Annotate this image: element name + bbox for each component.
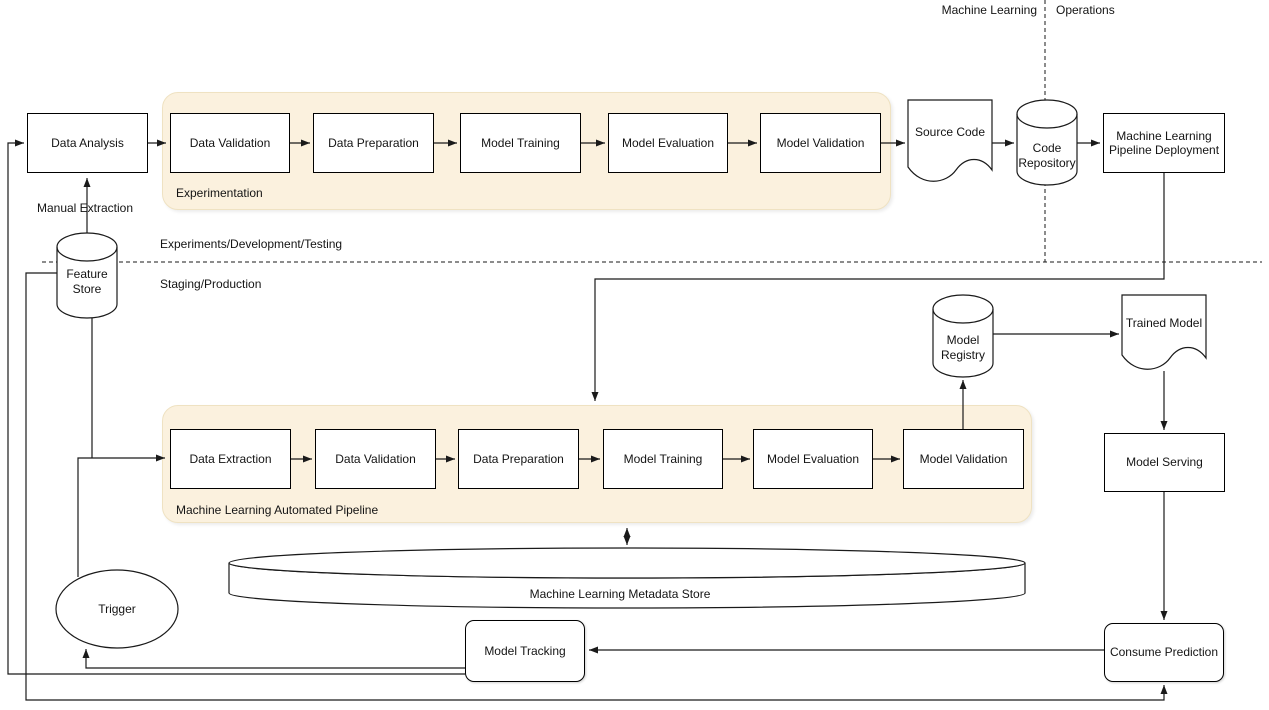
- node-auto-data-extraction: Data Extraction: [170, 429, 291, 489]
- label-feature-store: Feature Store: [66, 267, 108, 296]
- node-data-analysis: Data Analysis: [27, 113, 148, 173]
- node-label: Model Serving: [1126, 455, 1203, 470]
- feature-store-cylinder: [56, 232, 118, 319]
- node-label: Data Analysis: [51, 135, 124, 150]
- node-label: Machine Learning Pipeline Deployment: [1108, 128, 1220, 157]
- metadata-store-shape: [228, 547, 1026, 609]
- node-label: Data Validation: [189, 135, 271, 150]
- node-label: Data Extraction: [189, 451, 272, 466]
- edge-tracking-to-trigger: [82, 649, 465, 669]
- label-manual-extraction: Manual Extraction: [36, 201, 134, 215]
- node-label: Data Validation: [335, 451, 416, 466]
- label-source-code: Source Code: [914, 124, 986, 139]
- label-metadata-store: Machine Learning Metadata Store: [529, 586, 711, 601]
- node-label: Model Evaluation: [766, 451, 860, 466]
- node-exp-model-validation: Model Validation: [760, 113, 881, 173]
- label-automated-pipeline: Machine Learning Automated Pipeline: [176, 503, 379, 517]
- node-auto-data-validation: Data Validation: [315, 429, 436, 489]
- trained-model-document: [1121, 294, 1207, 370]
- label-machine-learning: Machine Learning: [941, 3, 1037, 17]
- node-exp-model-training: Model Training: [460, 113, 581, 173]
- node-model-tracking: Model Tracking: [465, 620, 585, 682]
- label-operations: Operations: [1056, 3, 1115, 17]
- node-exp-data-preparation: Data Preparation: [313, 113, 434, 173]
- node-ml-pipeline-deployment: Machine Learning Pipeline Deployment: [1103, 113, 1225, 173]
- trigger-ellipse: [55, 569, 179, 649]
- node-label: Model Training: [623, 451, 703, 466]
- automated-pipeline-container: [162, 405, 1032, 523]
- label-model-registry: Model Registry: [940, 333, 985, 362]
- node-auto-model-evaluation: Model Evaluation: [753, 429, 873, 489]
- node-exp-data-validation: Data Validation: [170, 113, 290, 173]
- model-registry-cylinder: [932, 294, 994, 378]
- node-consume-prediction: Consume Prediction: [1104, 623, 1224, 682]
- label-experiments-env: Experiments/Development/Testing: [160, 237, 343, 251]
- code-repository-cylinder: [1016, 99, 1078, 186]
- node-auto-data-preparation: Data Preparation: [458, 429, 579, 489]
- node-label: Model Evaluation: [621, 135, 715, 150]
- label-trigger: Trigger: [98, 601, 136, 616]
- edge-tracking-to-analysis: [7, 139, 465, 675]
- node-label: Data Preparation: [473, 451, 564, 466]
- node-label: Data Preparation: [328, 135, 419, 150]
- label-experimentation: Experimentation: [176, 186, 263, 200]
- node-label: Model Tracking: [484, 643, 566, 658]
- label-code-repository: Code Repository: [1018, 141, 1076, 170]
- label-staging-env: Staging/Production: [160, 277, 262, 291]
- label-trained-model: Trained Model: [1125, 315, 1203, 330]
- node-auto-model-validation: Model Validation: [903, 429, 1024, 489]
- edge-deployment-to-autopipeline: [591, 173, 1165, 401]
- node-label: Consume Prediction: [1109, 645, 1219, 660]
- source-code-document: [907, 99, 993, 182]
- node-label: Model Training: [481, 135, 560, 150]
- node-model-serving: Model Serving: [1104, 433, 1225, 492]
- edge-trigger-to-extraction: [77, 454, 165, 577]
- edge-featurestore-to-consume: [25, 272, 1168, 701]
- node-exp-model-evaluation: Model Evaluation: [608, 113, 728, 173]
- node-label: Model Validation: [919, 451, 1008, 466]
- node-label: Model Validation: [776, 135, 865, 150]
- node-auto-model-training: Model Training: [603, 429, 723, 489]
